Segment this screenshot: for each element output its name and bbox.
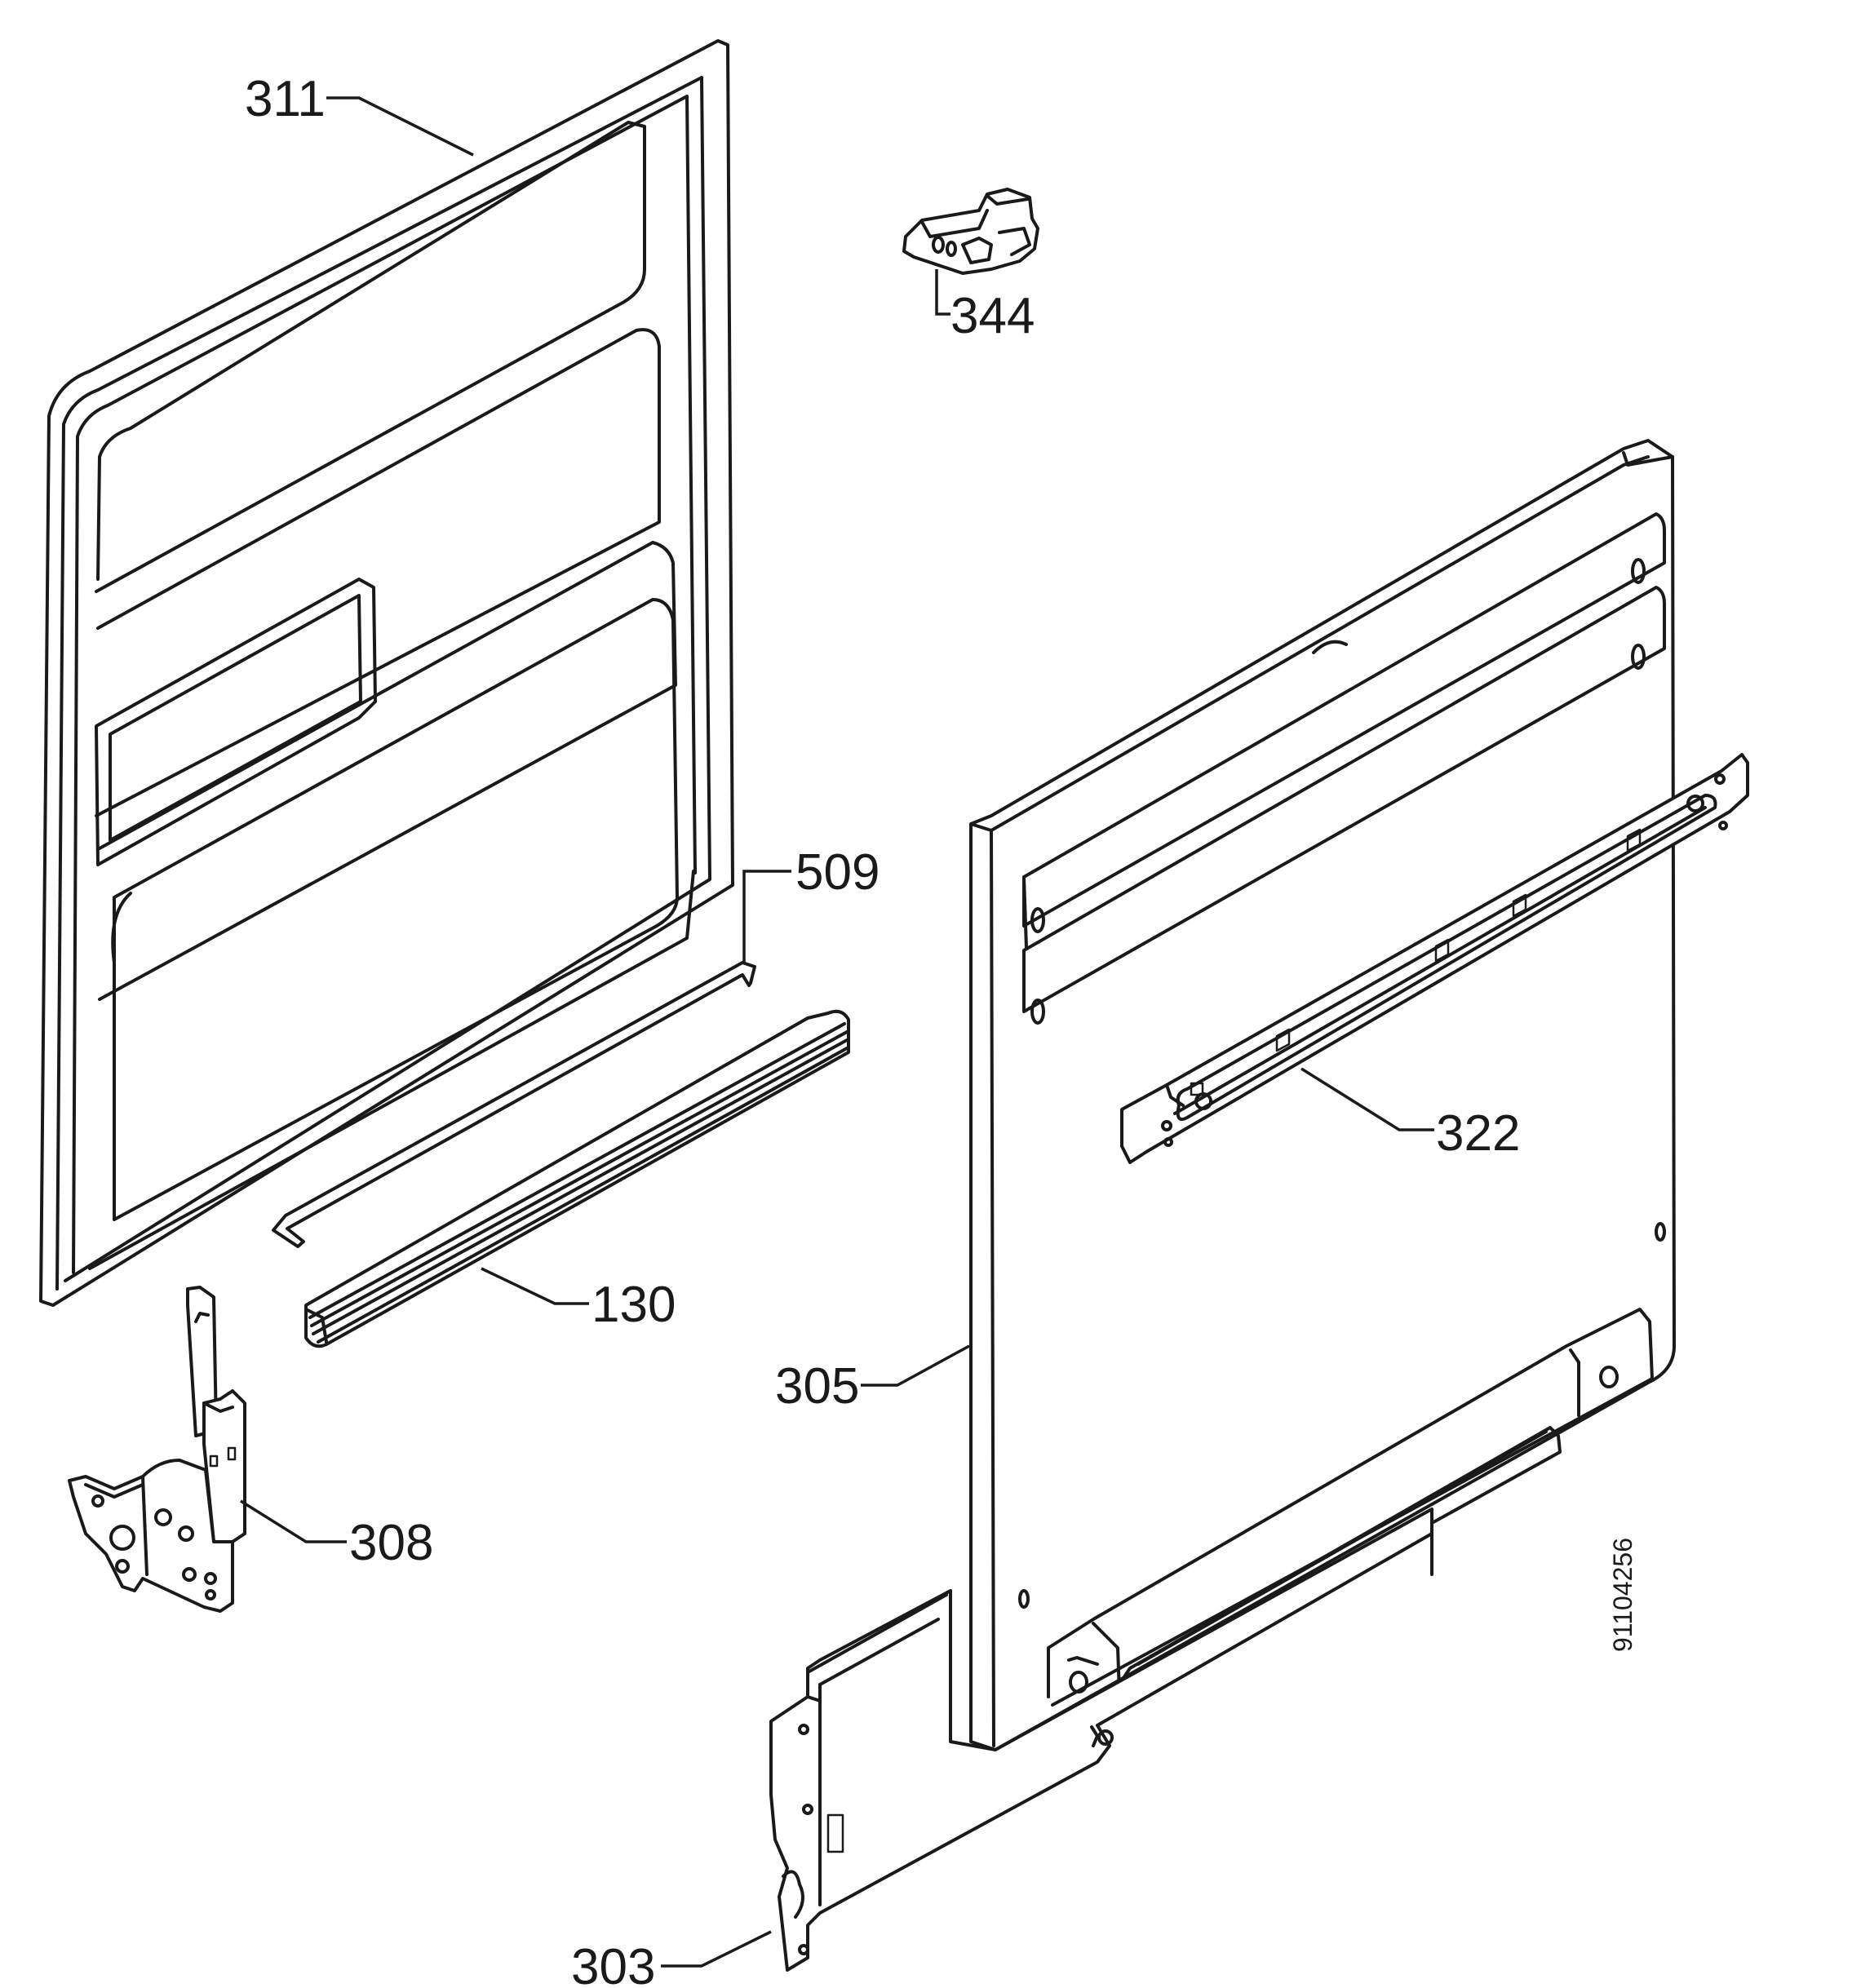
- part-303-kick-plate[interactable]: [769, 1508, 1433, 1972]
- leader-344: [935, 269, 950, 316]
- callout-308: 308: [349, 1515, 433, 1571]
- leader-303: [661, 1930, 772, 1968]
- callout-130: 130: [592, 1277, 676, 1333]
- leader-308: [240, 1499, 347, 1543]
- callout-303: 303: [571, 1939, 655, 1988]
- part-130-seal-strip[interactable]: [304, 1009, 850, 1348]
- drawing-number: 91104256: [1608, 1538, 1637, 1652]
- callout-305: 305: [775, 1358, 859, 1415]
- leader-311: [326, 96, 474, 157]
- part-305-outer-door[interactable]: [969, 439, 1676, 1751]
- leader-305: [861, 1344, 970, 1387]
- part-344-latch[interactable]: [902, 188, 1039, 275]
- leader-130: [481, 1267, 589, 1305]
- part-322-rail[interactable]: [1120, 753, 1749, 1164]
- callout-311: 311: [245, 71, 326, 127]
- callout-509: 509: [795, 844, 880, 901]
- part-311-inner-door[interactable]: [39, 39, 734, 1307]
- callout-344: 344: [950, 288, 1035, 344]
- leader-322: [1300, 1067, 1434, 1131]
- part-308-hinge[interactable]: [68, 1286, 246, 1613]
- leader-509: [742, 870, 791, 963]
- callout-322: 322: [1436, 1105, 1520, 1162]
- part-509-wire-rod[interactable]: [272, 961, 756, 1248]
